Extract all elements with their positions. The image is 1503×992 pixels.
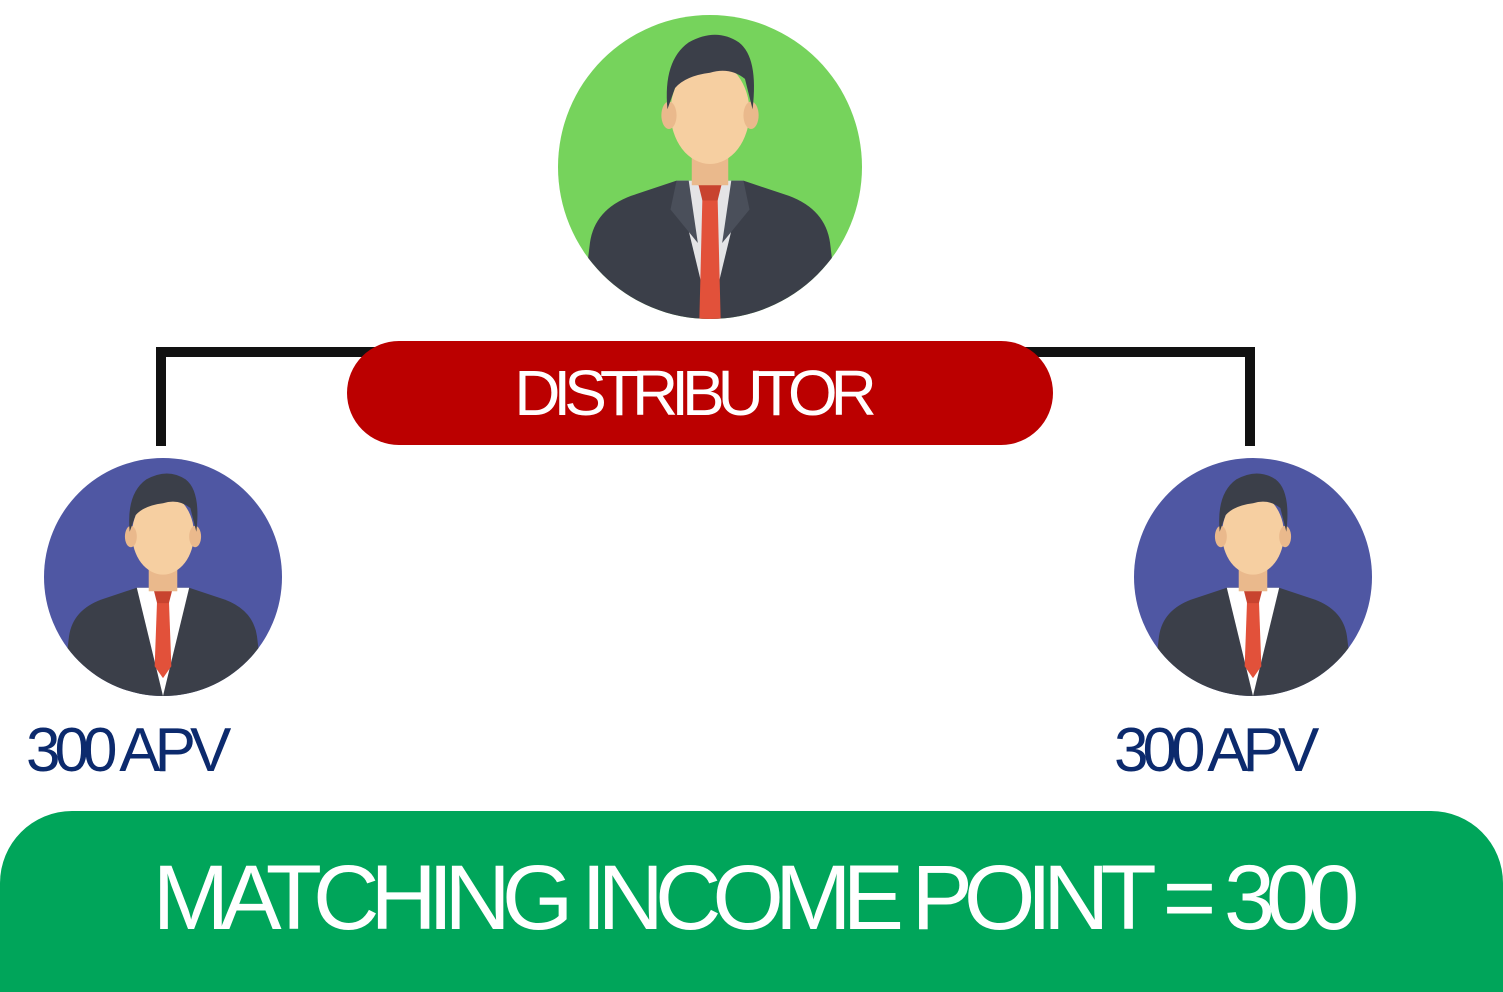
matching-income-text: MATCHING INCOME POINT = 300: [152, 847, 1360, 949]
right-member-apv-label: 300 APV: [1114, 716, 1319, 785]
connector-right: [1000, 347, 1255, 446]
left-member-avatar: [44, 458, 282, 696]
left-member-apv-label: 300 APV: [26, 716, 231, 785]
matching-income-banner: MATCHING INCOME POINT = 300: [0, 811, 1503, 992]
businessman-icon: [558, 15, 862, 319]
right-member-avatar: [1134, 458, 1372, 696]
businessman-icon: [1134, 458, 1372, 696]
businessman-icon: [44, 458, 282, 696]
connector-left: [156, 347, 420, 446]
distributor-avatar: [558, 15, 862, 319]
distributor-label-pill: DISTRIBUTOR: [347, 341, 1053, 445]
distributor-label: DISTRIBUTOR: [514, 357, 877, 429]
